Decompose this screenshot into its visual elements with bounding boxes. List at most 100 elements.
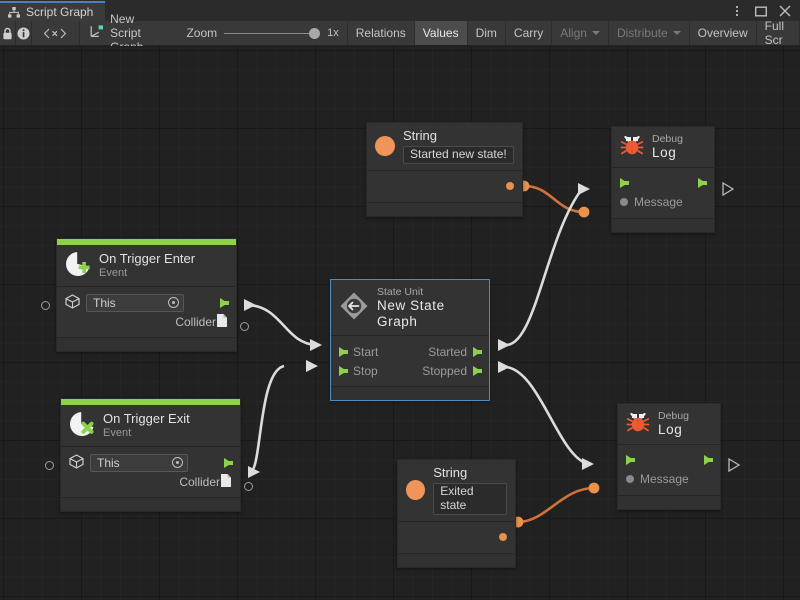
node-header-text: State Unit New State Graph xyxy=(377,286,481,329)
wire-arrow xyxy=(578,183,590,195)
graph-toolbar: New Script Graph Zoom 1x Relations Value… xyxy=(0,12,800,54)
graph-canvas[interactable]: String Started new state! xyxy=(0,46,800,600)
target-input[interactable]: This xyxy=(65,293,184,312)
input-port-start[interactable]: Start xyxy=(339,345,378,359)
flow-output-arrow-icon[interactable] xyxy=(224,457,233,468)
toolbar-item-label: Distribute xyxy=(616,26,668,40)
string-value-input[interactable]: Exited state xyxy=(433,482,507,515)
toolbar-item-carry[interactable]: Carry xyxy=(506,21,553,45)
toolbar-item-label: Align xyxy=(560,26,587,40)
code-view-button[interactable] xyxy=(32,21,81,45)
wire-arrow xyxy=(244,299,256,311)
output-port-dot[interactable] xyxy=(499,533,507,542)
more-options-icon[interactable] xyxy=(730,4,744,18)
node-header: On Trigger Exit Event xyxy=(61,405,240,446)
external-target-port-exit[interactable] xyxy=(45,461,54,470)
external-collider-port-exit[interactable] xyxy=(244,482,253,491)
target-input[interactable]: This xyxy=(69,453,188,472)
collider-file-icon[interactable] xyxy=(216,313,228,331)
tab-script-graph[interactable]: Script Graph xyxy=(0,1,106,21)
flow-output-arrow-icon[interactable] xyxy=(473,365,482,376)
target-object-field[interactable]: This xyxy=(86,293,184,312)
flow-input-arrow-icon[interactable] xyxy=(620,178,629,189)
close-icon[interactable] xyxy=(778,4,792,18)
graph-icon xyxy=(8,6,20,18)
input-port-dot[interactable] xyxy=(620,198,628,207)
toolbar-item-fullscreen[interactable]: Full Scr xyxy=(757,19,800,47)
node-subtitle: Log xyxy=(658,422,683,438)
flow-output-arrow-icon[interactable] xyxy=(698,178,707,189)
node-body: Message xyxy=(618,443,720,495)
wire-exit-to-stop xyxy=(249,364,285,474)
wire-arrow xyxy=(248,466,260,478)
toolbar-item-relations[interactable]: Relations xyxy=(346,21,415,45)
node-on-trigger-enter[interactable]: On Trigger Enter Event This xyxy=(56,238,237,352)
external-flow-output-port-bottom[interactable] xyxy=(728,457,741,477)
node-target-row: This xyxy=(69,453,233,472)
toolbar-item-dim[interactable]: Dim xyxy=(468,21,506,45)
node-body: Start Started Stop Stopped xyxy=(331,335,489,386)
output-port-started[interactable]: Started xyxy=(428,344,482,359)
output-port-dot[interactable] xyxy=(506,182,514,191)
node-header-text: On Trigger Enter Event xyxy=(99,251,195,280)
toolbar-item-distribute[interactable]: Distribute xyxy=(609,21,690,45)
toolbar-item-overview[interactable]: Overview xyxy=(690,21,757,45)
target-object-field[interactable]: This xyxy=(90,453,188,472)
flow-input-arrow-icon[interactable] xyxy=(339,346,348,357)
code-brackets-icon xyxy=(43,28,67,39)
toolbar-item-values[interactable]: Values xyxy=(414,21,468,45)
node-string-top[interactable]: String Started new state! xyxy=(366,122,523,217)
input-port[interactable]: Message xyxy=(626,472,689,486)
node-on-trigger-exit[interactable]: On Trigger Exit Event This xyxy=(60,398,241,512)
node-debug-log-bottom[interactable]: Debug Log Message xyxy=(617,403,721,510)
external-target-port-enter[interactable] xyxy=(41,301,50,310)
toolbar-item-align[interactable]: Align xyxy=(552,21,609,45)
lock-button[interactable] xyxy=(0,21,16,45)
string-orange-dot-icon xyxy=(375,136,395,157)
node-output-row xyxy=(375,177,514,196)
toolbar-item-label: Values xyxy=(422,26,459,40)
zoom-label: Zoom xyxy=(186,26,218,40)
node-title: State Unit xyxy=(377,286,424,298)
object-picker-icon[interactable] xyxy=(168,297,179,308)
toolbar-item-label: Carry xyxy=(513,26,544,40)
flow-output-arrow-icon[interactable] xyxy=(220,297,229,308)
node-title: On Trigger Exit xyxy=(103,410,190,426)
string-value-input[interactable]: Started new state! xyxy=(403,145,514,164)
maximize-icon[interactable] xyxy=(754,4,768,18)
zoom-slider[interactable] xyxy=(224,27,321,39)
port-label: Started xyxy=(428,344,467,359)
collider-file-icon[interactable] xyxy=(220,473,232,491)
input-port-stop[interactable]: Stop xyxy=(339,364,378,378)
external-flow-output-port-top[interactable] xyxy=(722,181,735,201)
flow-output-arrow-icon[interactable] xyxy=(473,346,482,357)
node-title: Debug xyxy=(652,133,683,145)
flow-input-arrow-icon[interactable] xyxy=(339,365,348,376)
toolbar-item-label: Overview xyxy=(697,26,748,40)
bug-icon xyxy=(626,411,650,436)
input-port[interactable]: Message xyxy=(620,195,683,209)
flow-output-arrow-icon[interactable] xyxy=(704,455,713,466)
input-port-dot[interactable] xyxy=(626,475,634,484)
node-output-row xyxy=(406,528,507,547)
zoom-track xyxy=(224,32,321,34)
output-port-stopped[interactable]: Stopped xyxy=(422,364,482,378)
script-graph-icon xyxy=(90,25,104,41)
node-state-unit[interactable]: State Unit New State Graph Start Started xyxy=(330,279,490,402)
zoom-control[interactable]: Zoom 1x xyxy=(178,21,346,45)
toolbar-item-label: Dim xyxy=(475,26,497,40)
external-collider-port-enter[interactable] xyxy=(240,322,249,331)
object-picker-icon[interactable] xyxy=(172,457,183,468)
flow-input-arrow-icon[interactable] xyxy=(626,455,635,466)
node-string-bottom[interactable]: String Exited state xyxy=(397,459,516,568)
info-button[interactable] xyxy=(16,21,32,45)
node-body xyxy=(398,520,515,553)
node-body: Message xyxy=(612,166,714,218)
node-debug-log-top[interactable]: Debug Log Message xyxy=(611,126,715,233)
node-subtitle: Log xyxy=(652,145,677,161)
zoom-knob[interactable] xyxy=(309,27,321,39)
graph-name-field[interactable]: New Script Graph xyxy=(80,12,178,54)
wire-arrow xyxy=(310,339,322,351)
node-header-text: String Started new state! xyxy=(403,128,514,164)
